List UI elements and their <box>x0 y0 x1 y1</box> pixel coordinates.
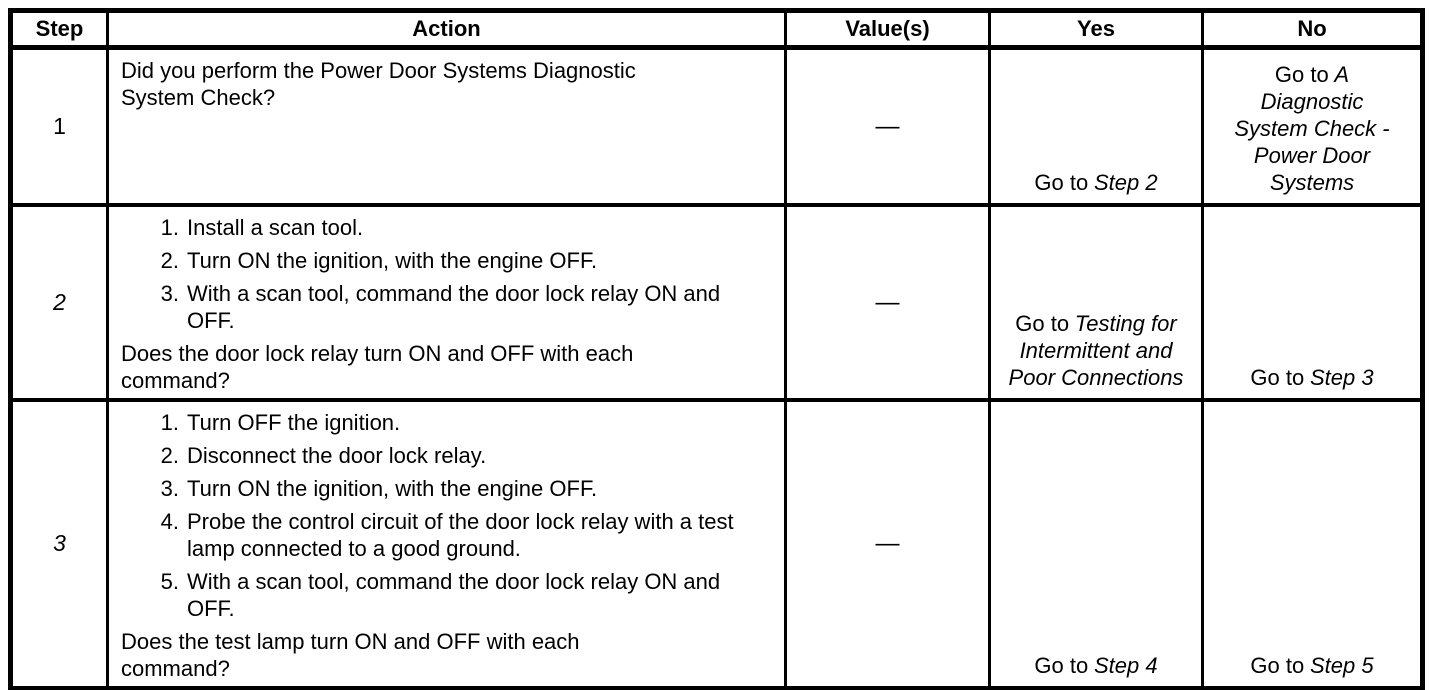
step-number-cell: 2 <box>9 203 109 401</box>
value-cell: — <box>784 46 991 206</box>
action-step-list: Turn OFF the ignition. Disconnect the do… <box>121 409 774 622</box>
action-step-item: Probe the control circuit of the door lo… <box>153 508 734 561</box>
goto-target: Step 2 <box>1093 169 1158 195</box>
header-yes: Yes <box>988 9 1204 50</box>
action-step-item: Turn ON the ignition, with the engine OF… <box>153 475 598 502</box>
goto-target: Testing for Intermittent and Poor Connec… <box>1008 310 1184 390</box>
step-number: 1 <box>53 112 66 139</box>
table-row-step-3: 3 Turn OFF the ignition. Disconnect the … <box>9 398 1424 690</box>
action-question: Does the door lock relay turn ON and OFF… <box>121 340 634 393</box>
header-values: Value(s) <box>784 9 991 50</box>
action-question: Did you perform the Power Door Systems D… <box>121 58 636 110</box>
action-question: Does the test lamp turn ON and OFF with … <box>121 628 580 681</box>
header-no: No <box>1201 9 1424 50</box>
action-step-item: With a scan tool, command the door lock … <box>153 280 721 333</box>
step-number-cell: 3 <box>9 398 109 690</box>
action-step-item: Turn OFF the ignition. <box>153 409 401 436</box>
goto-target: Step 4 <box>1093 652 1158 678</box>
diagnostic-table: Step Action Value(s) Yes No 1 Did you pe… <box>8 8 1425 690</box>
value-dash: — <box>875 288 900 316</box>
header-step: Step <box>9 9 109 50</box>
action-cell: Turn OFF the ignition. Disconnect the do… <box>106 398 787 690</box>
action-step-item: With a scan tool, command the door lock … <box>153 568 721 621</box>
goto-target: Step 3 <box>1309 364 1374 390</box>
goto-prefix: Go to <box>1250 364 1305 390</box>
action-step-item: Turn ON the ignition, with the engine OF… <box>153 247 598 274</box>
goto-prefix: Go to <box>1250 652 1305 678</box>
action-cell: Did you perform the Power Door Systems D… <box>106 46 787 206</box>
goto-prefix: Go to <box>1034 652 1089 678</box>
header-action: Action <box>106 9 787 50</box>
value-cell: — <box>784 203 991 401</box>
action-step-item: Install a scan tool. <box>153 214 364 241</box>
table-row-step-1: 1 Did you perform the Power Door Systems… <box>9 46 1424 206</box>
table-header-row: Step Action Value(s) Yes No <box>9 9 1424 50</box>
goto-target: A Diagnostic System Check - Power Door S… <box>1234 61 1390 195</box>
action-step-list: Install a scan tool. Turn ON the ignitio… <box>121 214 774 334</box>
step-number: 3 <box>53 530 66 556</box>
goto-prefix: Go to <box>1015 310 1070 336</box>
step-number: 2 <box>53 288 66 315</box>
action-step-item: Disconnect the door lock relay. <box>153 442 487 469</box>
step-number-cell: 1 <box>9 46 109 206</box>
value-cell: — <box>784 398 991 690</box>
table-row-step-2: 2 Install a scan tool. Turn ON the ignit… <box>9 203 1424 401</box>
action-cell: Install a scan tool. Turn ON the ignitio… <box>106 203 787 401</box>
goto-target: Step 5 <box>1309 652 1374 678</box>
goto-prefix: Go to <box>1274 61 1329 87</box>
goto-prefix: Go to <box>1034 169 1089 195</box>
value-dash: — <box>875 112 900 140</box>
value-dash: — <box>875 530 900 557</box>
